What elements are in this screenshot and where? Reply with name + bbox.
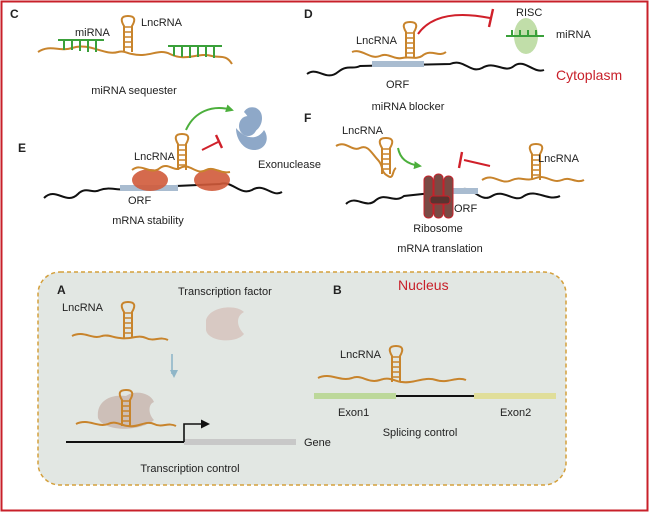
panel-a-tss-arrow [183, 419, 210, 442]
panel-f-letter: F [304, 111, 311, 125]
panel-e-lncrna-label: LncRNA [134, 151, 176, 163]
panel-c-lncrna-strand [37, 45, 233, 65]
panel-a-tf-shape [206, 307, 244, 341]
panel-a: A LncRNA Transcription factor Gene Trans… [57, 283, 331, 475]
panel-e-lncrna-strand [131, 165, 231, 174]
panel-c-hairpin [120, 15, 136, 53]
panel-a-gene-label: Gene [304, 437, 331, 449]
panel-d-mirna-label: miRNA [556, 29, 591, 41]
panel-e-inhibit-bar [214, 134, 224, 149]
panel-b-caption: Splicing control [383, 427, 458, 439]
panel-a-lncrna-label: LncRNA [62, 302, 104, 314]
panel-d: D RISC miRNA LncRNA ORF miRNA blocker [304, 7, 591, 113]
panel-d-inhibit-bar [487, 8, 495, 28]
panel-f-lncrna-left-strand [335, 143, 397, 178]
panel-f: F LncRNA LncRNA ORF Ribosome mRNA transl… [304, 111, 585, 255]
panel-f-ribosome-shape [423, 173, 454, 219]
panel-f-inhibit-bar [457, 151, 464, 169]
nucleus-box [37, 271, 567, 486]
panel-e-exonuclease-label: Exonuclease [258, 159, 321, 171]
panel-b-exon2-label: Exon2 [500, 407, 531, 419]
panel-f-orf-label: ORF [454, 203, 478, 215]
panel-b-exon2-bar [474, 393, 556, 399]
panel-b-lncrna-label: LncRNA [340, 349, 382, 361]
panel-d-caption: miRNA blocker [372, 101, 445, 113]
panel-c: C LncRNA miRNA miRNA sequester [10, 7, 233, 97]
panel-d-hairpin [402, 21, 418, 59]
panel-d-inhibit-arrow [417, 14, 491, 35]
panel-c-letter: C [10, 7, 19, 21]
panel-f-orf-bar [448, 188, 478, 194]
panel-d-mirna-strand [506, 30, 544, 37]
panel-f-caption: mRNA translation [397, 243, 483, 255]
panel-e-exonuclease-shape [236, 107, 267, 150]
panel-a-caption: Transcription control [140, 463, 239, 475]
panel-b-exon1-bar [314, 393, 396, 399]
panel-e-caption: mRNA stability [112, 215, 184, 227]
panel-f-lncrna-right-label: LncRNA [538, 153, 580, 165]
panel-e-letter: E [18, 141, 26, 155]
panel-f-green-arrow [397, 147, 422, 170]
panel-d-letter: D [304, 7, 313, 21]
panel-e-inhibit-line [201, 141, 219, 151]
panel-a-gene-bar [184, 439, 296, 445]
panel-a-lncrna-strand [71, 333, 169, 341]
panel-c-lncrna-label: LncRNA [141, 17, 183, 29]
panel-d-orf-bar [372, 61, 424, 67]
panel-d-lncrna-label: LncRNA [356, 35, 398, 47]
panel-f-ribosome-label: Ribosome [413, 223, 463, 235]
panel-d-orf-label: ORF [386, 79, 410, 91]
nucleus-label: Nucleus [398, 277, 449, 293]
panel-b-letter: B [333, 283, 342, 297]
panel-b-exon1-label: Exon1 [338, 407, 369, 419]
panel-e-green-arrow [185, 104, 234, 131]
panel-f-lncrna-left-label: LncRNA [342, 125, 384, 137]
panel-c-mirna-right [168, 45, 222, 58]
panel-e: E Exonuclease LncRNA ORF mRNA stability [18, 104, 321, 227]
panel-f-hairpin-left [378, 137, 394, 175]
panel-b: B LncRNA Exon1 Exon2 Splicing control [314, 283, 556, 439]
panel-d-lncrna-strand [351, 50, 447, 60]
panel-c-mirna-label: miRNA [75, 27, 110, 39]
panel-a-tf-label: Transcription factor [178, 286, 272, 298]
cytoplasm-label: Cytoplasm [556, 67, 622, 83]
panel-d-risc-label: RISC [516, 7, 542, 19]
panel-c-mirna-left [58, 39, 104, 52]
panel-e-orf-label: ORF [128, 195, 152, 207]
panel-e-mrna [43, 182, 283, 199]
panel-a-lncrna-bound-strand [75, 421, 177, 428]
panel-d-mrna [306, 61, 545, 77]
panel-e-stabilizer-right [194, 169, 230, 191]
panel-e-hairpin [174, 133, 190, 171]
panel-e-stabilizer-left [132, 169, 168, 191]
panel-f-inhibit-line [463, 159, 491, 167]
panel-a-letter: A [57, 283, 66, 297]
panel-c-caption: miRNA sequester [91, 85, 177, 97]
panel-f-lncrna-right-strand [481, 176, 585, 183]
